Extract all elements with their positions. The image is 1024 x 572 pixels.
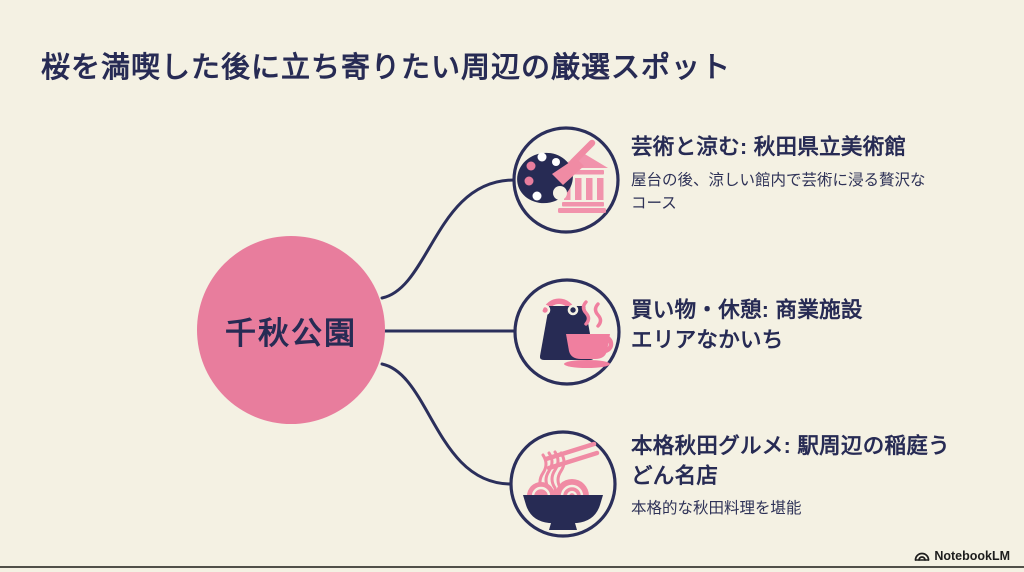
center-circle bbox=[197, 236, 385, 424]
bag-grommet-right bbox=[567, 304, 579, 316]
bottom-divider-line bbox=[0, 566, 1024, 568]
notebooklm-watermark: NotebookLM bbox=[914, 548, 1010, 564]
spot-description: 屋台の後、涼しい館内で芸術に浸る贅沢な コース bbox=[631, 171, 926, 212]
palette-museum-icon bbox=[512, 126, 620, 234]
spot-description: 本格的な秋田料理を堪能 bbox=[631, 500, 802, 518]
bowl-glyph bbox=[523, 495, 603, 530]
spot-item-shopping-area: 買い物・休憩: 商業施設 エリアなかいち bbox=[631, 296, 863, 361]
spot-heading: 芸術と涼む: 秋田県立美術館 bbox=[631, 135, 907, 159]
bag-grommet-left bbox=[539, 304, 551, 316]
paintbrush-glyph bbox=[552, 139, 596, 185]
coffee-cup-glyph bbox=[564, 300, 614, 368]
spot-item-art-museum: 芸術と涼む: 秋田県立美術館 屋台の後、涼しい館内で芸術に浸る贅沢な コース bbox=[631, 133, 926, 215]
notebooklm-label: NotebookLM bbox=[934, 549, 1010, 563]
noodle-bowl-icon bbox=[509, 430, 617, 538]
connector-bottom bbox=[380, 362, 513, 486]
spot-item-udon-restaurants: 本格秋田グルメ: 駅周辺の稲庭う どん名店 本格的な秋田料理を堪能 bbox=[631, 432, 950, 521]
noodle-mounds-glyph bbox=[527, 479, 589, 497]
connector-top bbox=[380, 178, 516, 300]
spot-heading: 本格秋田グルメ: 駅周辺の稲庭う どん名店 bbox=[631, 434, 950, 488]
shopping-bag-coffee-icon bbox=[513, 278, 621, 386]
center-node-label: 千秋公園 bbox=[225, 315, 357, 351]
notebooklm-logo-icon bbox=[914, 552, 930, 561]
palette-glyph bbox=[517, 152, 573, 204]
spot-heading: 買い物・休憩: 商業施設 エリアなかいち bbox=[631, 298, 863, 352]
connector-lines bbox=[380, 178, 517, 486]
page-title: 桜を満喫した後に立ち寄りたい周辺の厳選スポット bbox=[41, 52, 732, 84]
